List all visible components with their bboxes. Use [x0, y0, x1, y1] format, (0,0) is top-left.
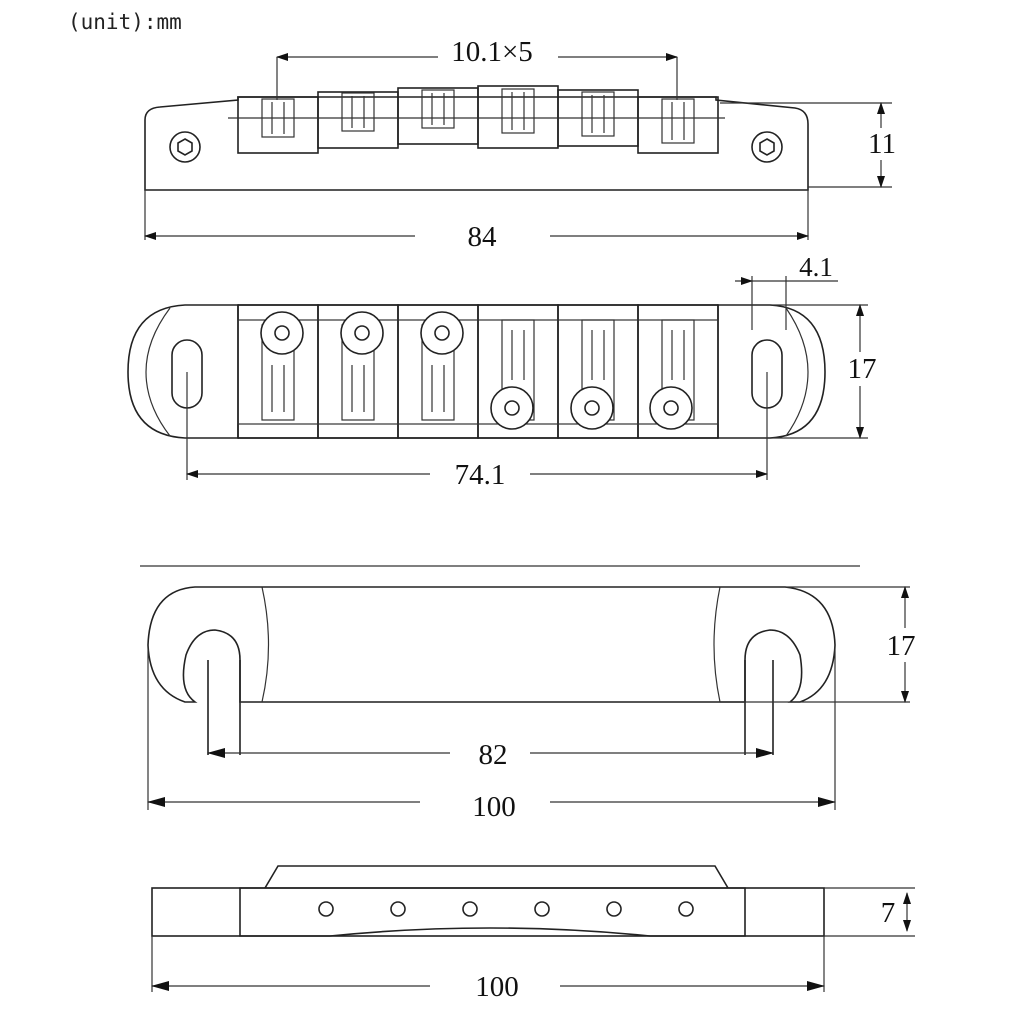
height-label-7: 7 [881, 897, 896, 929]
tailpiece-front-view: 7 100 [151, 865, 915, 1004]
bridge-plan-view: 4.1 17 74.1 [127, 252, 882, 491]
length-label-84: 84 [468, 221, 498, 253]
saddle-blocks-plan [237, 304, 719, 439]
spacing-label: 10.1×5 [451, 36, 533, 68]
height-label-11: 11 [868, 128, 896, 160]
width-label-17: 17 [848, 353, 877, 385]
mount-screw-right-icon [751, 131, 783, 163]
mount-screw-left-icon [169, 131, 201, 163]
unit-note: (unit):mm [68, 10, 182, 34]
height-label-17b: 17 [887, 630, 916, 662]
length-label-100b: 100 [475, 971, 519, 1003]
tailpiece-side-view: 17 82 100 [140, 565, 924, 823]
bridge-top-view: 10.1×5 11 84 [144, 36, 902, 253]
length-label-100a: 100 [472, 791, 516, 823]
string-hole-icons [318, 901, 694, 917]
saddle-blocks [228, 85, 725, 154]
post-spacing-label-82: 82 [479, 739, 508, 771]
post-spacing-label-741: 74.1 [455, 459, 506, 491]
offset-label: 4.1 [799, 252, 833, 282]
intonation-screw-icons [260, 311, 693, 430]
